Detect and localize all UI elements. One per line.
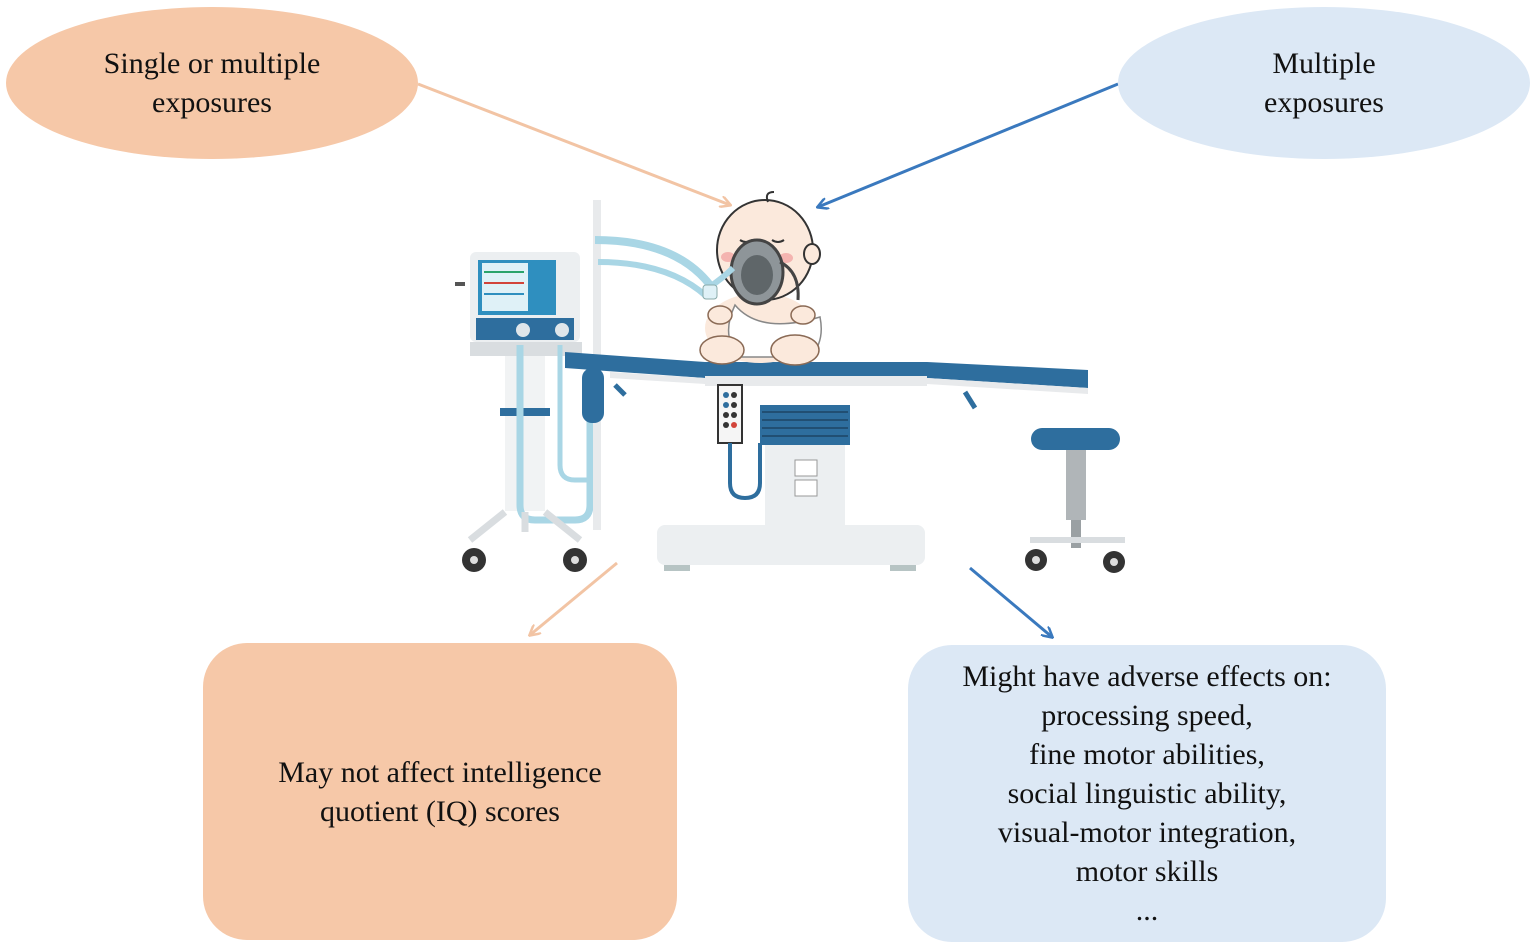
arrow-single-exposure bbox=[417, 82, 730, 205]
list-item: social linguistic ability, bbox=[1007, 777, 1287, 810]
adverse-effects-box: Might have adverse effects on: processin… bbox=[908, 645, 1386, 942]
adverse-effects-heading: Might have adverse effects on: bbox=[962, 660, 1332, 693]
arrow-multiple-exposures bbox=[818, 82, 1119, 207]
single-or-multiple-exposures-node: Single or multiple exposures bbox=[6, 7, 418, 159]
list-item: motor skills bbox=[1075, 855, 1219, 888]
multiple-exposures-label: Multiple exposures bbox=[1264, 47, 1384, 119]
arrow-to-iq-outcome bbox=[530, 561, 618, 635]
anesthesia-mask-icon bbox=[702, 238, 800, 306]
arrow-to-adverse-effects bbox=[969, 566, 1052, 637]
list-item: visual-motor integration, bbox=[997, 816, 1297, 849]
adverse-effects-list: processing speed, fine motor abilities, … bbox=[998, 696, 1296, 930]
stool-icon bbox=[1025, 428, 1125, 573]
iq-outcome-label: May not affect intelligence quotient (IQ… bbox=[278, 755, 602, 828]
list-item: ... bbox=[1135, 894, 1159, 927]
single-or-multiple-exposures-label: Single or multiple exposures bbox=[103, 47, 321, 119]
operating-table-icon bbox=[565, 352, 1088, 571]
ventilator-icon bbox=[455, 200, 714, 572]
list-item: processing speed, bbox=[1041, 699, 1253, 732]
multiple-exposures-node: Multiple exposures bbox=[1118, 7, 1530, 159]
infant-icon bbox=[699, 191, 822, 366]
iq-outcome-box: May not affect intelligence quotient (IQ… bbox=[203, 643, 677, 940]
list-item: fine motor abilities, bbox=[1029, 738, 1265, 771]
